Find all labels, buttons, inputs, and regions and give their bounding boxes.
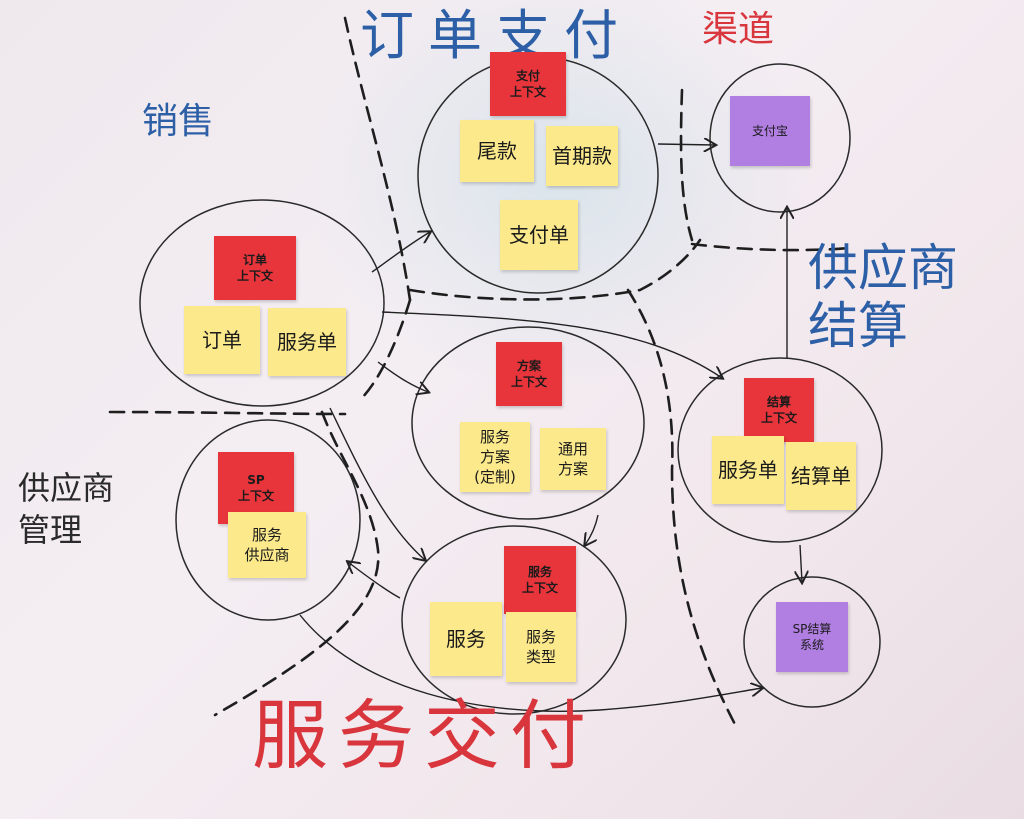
circle-settlement-context	[677, 357, 883, 543]
sp-settlement-system-note: SP结算 系统	[776, 602, 848, 672]
boundary-sp-right	[213, 410, 380, 717]
note-service: 服务	[430, 602, 502, 676]
plan-context-title: 方案 上下文	[496, 342, 562, 406]
note-order: 订单	[184, 306, 260, 374]
note-custom-service-plan: 服务 方案 (定制)	[460, 422, 530, 492]
label-supplier-management: 供应商 管理	[18, 469, 115, 549]
boundary-order-payment-bottom	[408, 238, 702, 301]
payment-context-title: 支付 上下文	[490, 52, 566, 116]
boundary-sales-bottom	[108, 410, 347, 416]
note-service-supplier: 服务 供应商	[228, 512, 306, 578]
arrow-settlement-to-sp-system	[800, 544, 802, 582]
arrow-plan-to-service	[585, 514, 599, 545]
boundary-settlement-left	[626, 288, 740, 732]
arrow-order-to-payment	[371, 232, 430, 273]
note-final-payment: 尾款	[460, 120, 534, 182]
label-sales: 销售	[142, 101, 215, 142]
arrow-service-to-sp	[348, 562, 401, 599]
label-channel: 渠道	[702, 9, 775, 50]
service-context-title: 服务 上下文	[504, 546, 576, 614]
note-generic-plan: 通用 方案	[540, 428, 606, 490]
arrow-order-to-service	[329, 407, 425, 560]
note-service-order: 服务单	[268, 308, 346, 376]
boundary-channel-left	[679, 88, 694, 242]
note-service-type: 服务 类型	[506, 612, 576, 682]
boundary-order-payment-left	[343, 16, 412, 302]
alipay-note: 支付宝	[730, 96, 810, 166]
circle-order-context	[139, 199, 385, 407]
note-settlement-order: 结算单	[786, 442, 856, 510]
note-payment-order: 支付单	[500, 200, 578, 270]
circle-plan-context	[411, 326, 645, 520]
boundary-channel-bottom	[690, 242, 852, 252]
note-down-payment: 首期款	[546, 126, 618, 186]
label-service-delivery: 服务交付	[252, 691, 596, 780]
note-settlement-service-order: 服务单	[712, 436, 784, 504]
circle-sp-settlement-system	[743, 576, 881, 708]
label-supplier-settlement: 供应商 结算	[808, 239, 958, 355]
order-context-title: 订单 上下文	[214, 236, 296, 300]
label-order-payment: 订单支付	[360, 4, 632, 67]
arrow-payment-to-alipay	[657, 144, 715, 145]
circle-sp-context	[175, 419, 361, 621]
arrow-order-to-plan	[377, 361, 428, 392]
arrow-order-to-settlement	[381, 311, 722, 378]
settlement-context-title: 结算 上下文	[744, 378, 814, 442]
arrow-sp-to-sp-system	[299, 614, 762, 713]
circle-service-context	[401, 525, 627, 715]
